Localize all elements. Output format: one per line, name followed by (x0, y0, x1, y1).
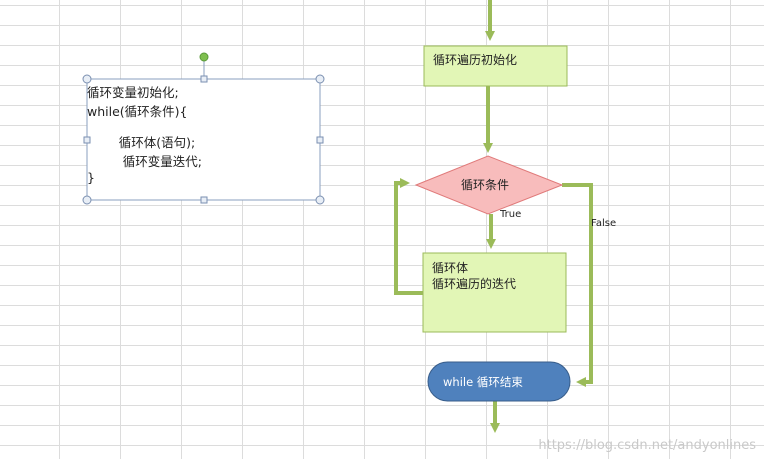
resize-handle-right[interactable] (316, 136, 324, 144)
code-line-5: 循环变量迭代; (87, 154, 202, 169)
end-terminal-label: while 循环结束 (443, 375, 523, 389)
code-line-6: } (87, 170, 95, 185)
condition-label: 循环条件 (461, 178, 510, 192)
code-line-1: 循环变量初始化; (87, 85, 179, 100)
code-line-2: while(循环条件){ (87, 104, 188, 119)
code-text-box[interactable]: 循环变量初始化; while(循环条件){ 循环体(语句); 循环变量迭代; } (87, 79, 320, 200)
false-edge-label: False (591, 218, 617, 229)
resize-handle-bottom-left[interactable] (82, 195, 92, 205)
condition-diamond[interactable] (414, 155, 564, 215)
code-box-frame[interactable] (86, 78, 321, 201)
resize-handle-left[interactable] (83, 136, 91, 144)
true-edge-label: True (500, 209, 522, 220)
resize-handle-top-right[interactable] (315, 74, 325, 84)
arrow-false-to-end (562, 183, 593, 387)
resize-handle-top[interactable] (200, 75, 208, 83)
rotate-handle[interactable] (199, 52, 209, 62)
watermark: https://blog.csdn.net/andyonlines (538, 438, 756, 453)
loop-body-box[interactable] (422, 252, 567, 333)
code-line-4: 循环体(语句); (87, 135, 196, 150)
resize-handle-top-left[interactable] (82, 74, 92, 84)
loop-body-label-1: 循环体 (432, 261, 469, 275)
resize-handle-bottom-right[interactable] (315, 195, 325, 205)
arrow-body-loop-back (394, 178, 423, 295)
loop-body-label-2: 循环遍历的迭代 (432, 277, 517, 291)
init-process-box[interactable] (423, 45, 568, 87)
resize-handle-bottom[interactable] (200, 196, 208, 204)
end-terminal[interactable] (427, 361, 571, 402)
init-process-label: 循环遍历初始化 (433, 53, 518, 67)
